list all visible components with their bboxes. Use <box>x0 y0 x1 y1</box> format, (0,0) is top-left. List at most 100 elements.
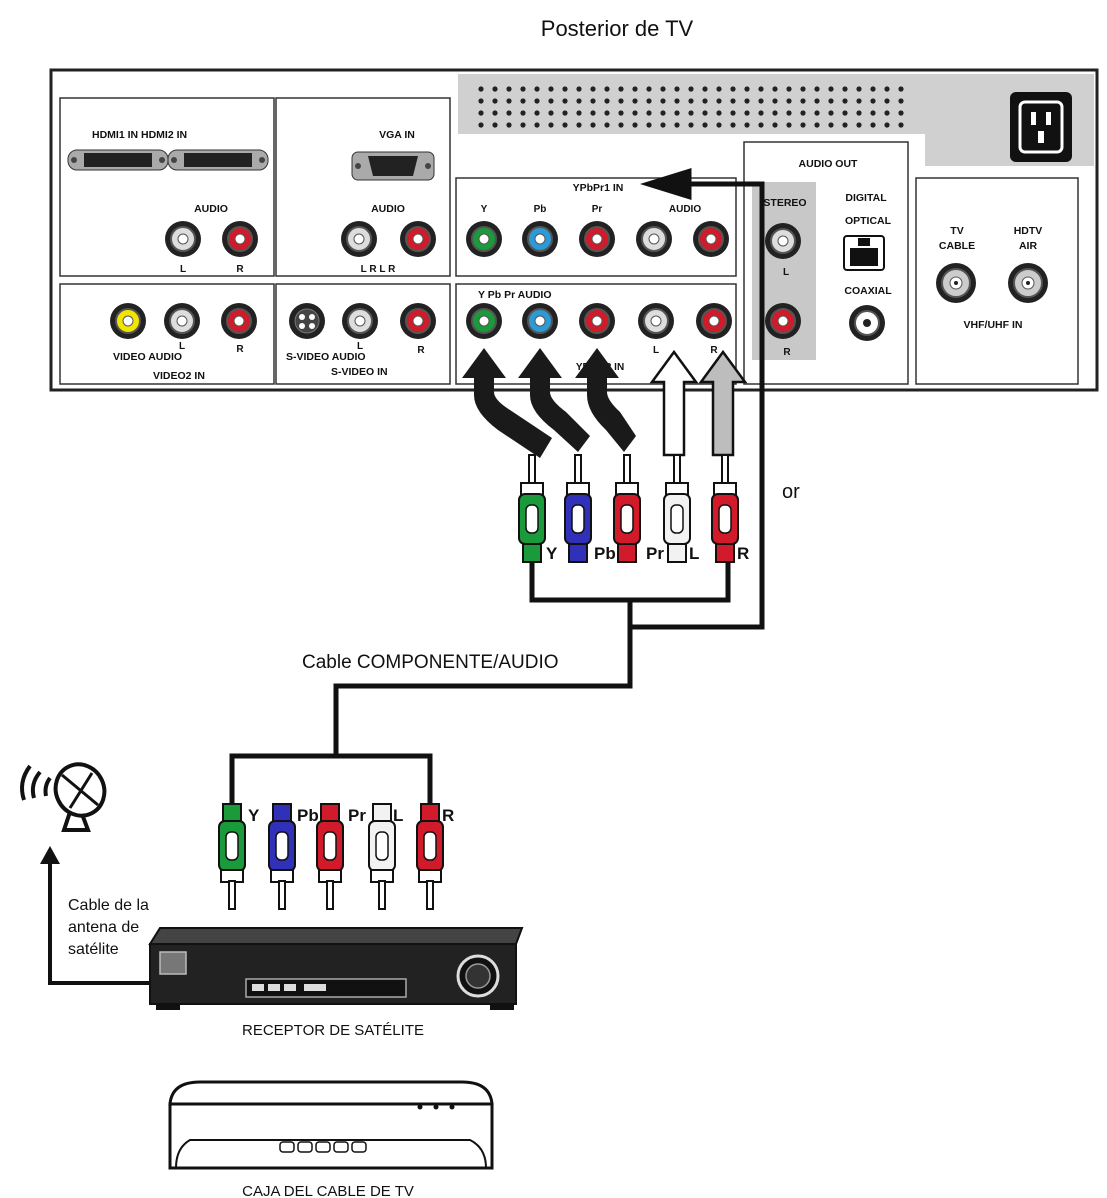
ypbpr1-section: YPbPr1 IN Y Pb Pr AUDIO <box>455 177 737 277</box>
tv-back-panel: HDMI1 IN HDMI2 IN AUDIO L R <box>49 68 1099 392</box>
alt-route-arrow <box>630 167 765 630</box>
hdmi-audio-l-jack[interactable] <box>165 221 201 257</box>
vga-section: VGA IN AUDIO L R L R <box>275 97 451 277</box>
top-plug-l-label: L <box>689 544 699 563</box>
vga-audio-r-jack[interactable] <box>400 221 436 257</box>
plug-to-jack-arrows <box>462 348 748 458</box>
ypbpr2-pb-jack[interactable] <box>522 303 558 339</box>
cablebox-label: CAJA DEL CABLE DE TV <box>242 1183 414 1198</box>
stereo-l-jack[interactable] <box>765 223 801 259</box>
coaxial-jack[interactable] <box>849 305 885 341</box>
stereo-label: STEREO <box>763 197 806 209</box>
video2-audio-l-jack[interactable] <box>164 303 200 339</box>
antenna-cable-label-3: satélite <box>68 941 119 958</box>
hdtv-air-jack[interactable] <box>1008 263 1048 303</box>
ypbpr2-r-label: R <box>710 345 718 356</box>
ypbpr2-label: Y Pb Pr AUDIO <box>478 289 552 301</box>
ypbpr2-l-label: L <box>653 345 659 356</box>
hdmi-l-label: L <box>180 264 186 275</box>
vhf-uhf-section: TV CABLE HDTV AIR VHF/UHF IN <box>915 177 1079 385</box>
hdtv-air-label-1: HDTV <box>1014 225 1043 237</box>
tv-cable-label-1: TV <box>950 225 963 237</box>
video2-r-label: R <box>236 344 244 355</box>
bottom-plug-set: Y Pb Pr L R <box>218 753 454 910</box>
bottom-plug-pr-label: Pr <box>348 806 366 825</box>
top-plug-y-label: Y <box>546 544 558 563</box>
satellite-dish-icon <box>20 762 107 832</box>
optical-port[interactable] <box>843 235 885 271</box>
top-plug-set: Y Pb Pr L R <box>333 454 749 756</box>
bottom-plug-l <box>368 803 396 910</box>
coaxial-label: COAXIAL <box>844 285 892 297</box>
stereo-r-jack[interactable] <box>765 303 801 339</box>
ypbpr1-y-jack[interactable] <box>466 221 502 257</box>
ypbpr1-audio-r-jack[interactable] <box>693 221 729 257</box>
ypbpr1-pb-jack[interactable] <box>522 221 558 257</box>
diagram-title: Posterior de TV <box>541 16 694 41</box>
power-socket <box>1010 92 1072 162</box>
video2-section: L R VIDEO AUDIO VIDEO2 IN <box>59 283 275 385</box>
top-plug-pb-label: Pb <box>594 544 616 563</box>
hdmi-section: HDMI1 IN HDMI2 IN AUDIO L R <box>59 97 275 277</box>
bottom-plug-r-label: R <box>442 806 454 825</box>
vga-label: VGA IN <box>379 129 415 141</box>
svideo-audio-l-jack[interactable] <box>342 303 378 339</box>
svideo-r-label: R <box>417 345 425 356</box>
antenna-cable-label-1: Cable de la <box>68 897 149 914</box>
cable-label: Cable COMPONENTE/AUDIO <box>302 652 559 673</box>
top-plug-y <box>518 454 546 563</box>
video2-video-jack[interactable] <box>110 303 146 339</box>
or-label: or <box>782 481 800 503</box>
svideo-label: S-VIDEO IN <box>331 366 388 378</box>
top-plug-r-label: R <box>737 544 749 563</box>
video2-label: VIDEO2 IN <box>153 370 205 382</box>
svideo-section: L R S-VIDEO AUDIO S-VIDEO IN <box>275 283 451 385</box>
tv-cable-jack[interactable] <box>936 263 976 303</box>
ypbpr2-audio-l-jack[interactable] <box>638 303 674 339</box>
hdmi1-port[interactable] <box>67 149 169 171</box>
ypbpr1-pb-label: Pb <box>534 204 547 215</box>
ypbpr1-audio-l-jack[interactable] <box>636 221 672 257</box>
top-plug-pb <box>564 454 592 563</box>
vga-audio-label: AUDIO <box>371 203 405 215</box>
vga-port[interactable] <box>351 151 435 181</box>
ypbpr2-section: Y Pb Pr AUDIO L R YPbPr2 IN <box>455 283 737 385</box>
ypbpr1-y-label: Y <box>481 204 488 215</box>
top-plug-l <box>663 454 691 563</box>
vga-audio-l-jack[interactable] <box>341 221 377 257</box>
video2-l-label: L <box>179 341 185 352</box>
bottom-plug-pr <box>316 803 344 910</box>
bottom-plug-l-label: L <box>393 806 403 825</box>
bottom-plug-y <box>218 803 246 910</box>
bottom-plug-y-label: Y <box>248 806 260 825</box>
antenna-cable-label-2: antena de <box>68 919 139 936</box>
ypbpr2-pr-jack[interactable] <box>579 303 615 339</box>
receiver-label: RECEPTOR DE SATÉLITE <box>242 1022 424 1039</box>
antenna-cable-arrow <box>40 846 150 985</box>
satellite-receiver <box>148 927 524 1010</box>
top-plug-pr-label: Pr <box>646 544 664 563</box>
svideo-l-label: L <box>357 341 363 352</box>
hdmi-audio-label: AUDIO <box>194 203 228 215</box>
stereo-r-label: R <box>783 347 791 358</box>
ypbpr2-audio-r-jack[interactable] <box>696 303 732 339</box>
bottom-plug-pb-label: Pb <box>297 806 319 825</box>
vga-lr-label: L R L R <box>361 264 396 275</box>
cable-box <box>168 1080 494 1170</box>
hdmi2-port[interactable] <box>167 149 269 171</box>
ypbpr1-label: YPbPr1 IN <box>573 182 624 194</box>
ypbpr1-pr-jack[interactable] <box>579 221 615 257</box>
top-plug-r <box>711 454 739 563</box>
hdmi-audio-r-jack[interactable] <box>222 221 258 257</box>
ypbpr2-y-jack[interactable] <box>466 303 502 339</box>
digital-label: DIGITAL <box>845 192 887 204</box>
ypbpr1-pr-label: Pr <box>592 204 603 215</box>
vhf-uhf-label: VHF/UHF IN <box>964 319 1023 331</box>
hdmi-label: HDMI1 IN HDMI2 IN <box>92 129 187 141</box>
svideo-audio-r-jack[interactable] <box>400 303 436 339</box>
bottom-plug-pb <box>268 803 296 910</box>
video2-audio-r-jack[interactable] <box>221 303 257 339</box>
stereo-l-label: L <box>783 267 789 278</box>
svideo-jack[interactable] <box>289 303 325 339</box>
